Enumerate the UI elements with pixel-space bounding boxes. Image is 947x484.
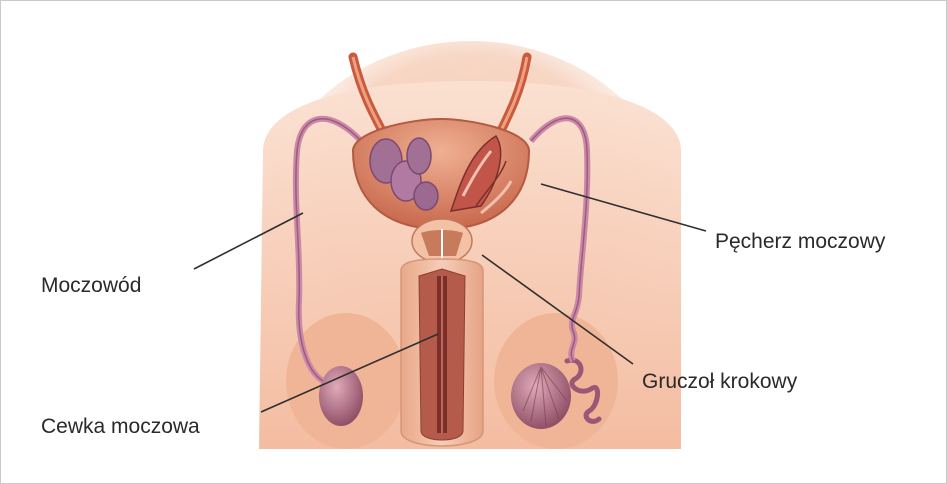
left-testis <box>319 366 363 426</box>
prostate-gland <box>412 219 472 263</box>
label-prostate: Gruczoł krokowy <box>642 371 797 392</box>
label-urethra: Cewka moczowa <box>41 416 200 437</box>
label-bladder: Pęcherz moczowy <box>715 231 885 252</box>
label-ureter: Moczowód <box>41 275 141 296</box>
